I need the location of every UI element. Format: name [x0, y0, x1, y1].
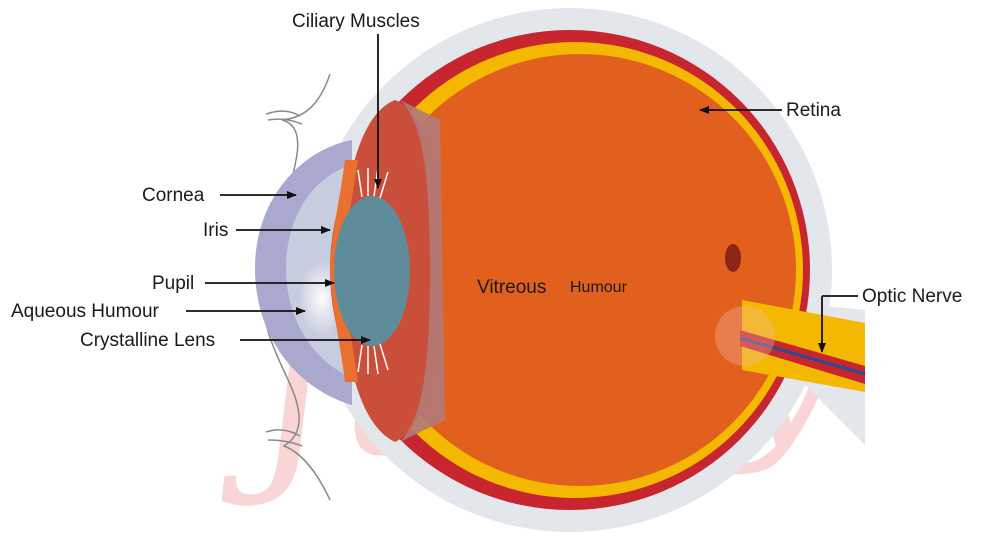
label-ciliary-muscles: Ciliary Muscles [292, 12, 420, 31]
crystalline-lens [334, 196, 410, 346]
label-humour: Humour [570, 280, 627, 296]
label-retina: Retina [786, 101, 841, 120]
blind-spot [725, 244, 741, 272]
label-vitreous: Vitreous [477, 278, 546, 297]
label-crystalline-lens: Crystalline Lens [80, 331, 215, 350]
label-cornea: Cornea [142, 186, 204, 205]
label-pupil: Pupil [152, 274, 194, 293]
label-optic-nerve: Optic Nerve [862, 287, 962, 306]
label-iris: Iris [203, 221, 228, 240]
optic-disc-glow [715, 306, 775, 366]
label-aqueous-humour: Aqueous Humour [11, 302, 159, 321]
upper-eyelid-lash [266, 111, 302, 124]
